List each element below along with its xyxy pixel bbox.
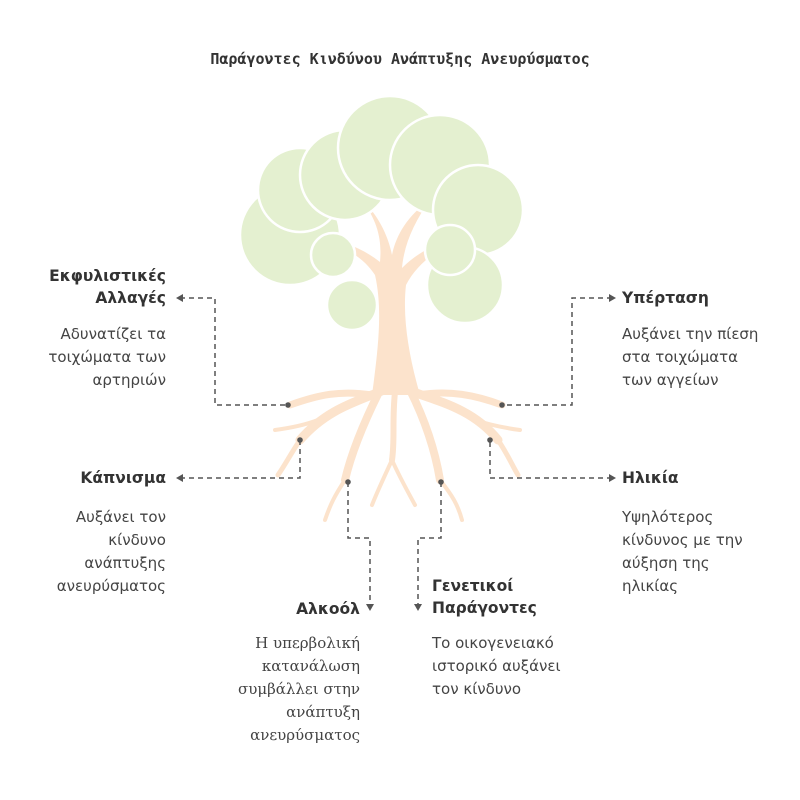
- smoking-desc-line-3: ανάπτυξης: [84, 554, 166, 572]
- connector-lines: [180, 297, 612, 607]
- genetic-heading-line-2: Παράγοντες: [432, 599, 537, 617]
- tree-roots: [273, 380, 522, 522]
- alcohol-desc-line-4: ανάπτυξη: [286, 703, 360, 721]
- genetic-heading: Γενετικοί Παράγοντες: [432, 575, 537, 619]
- genetic-desc-line-2: ιστορικό αυξάνει: [432, 657, 561, 675]
- genetic-heading-line-1: Γενετικοί: [432, 577, 514, 595]
- arrow-heads: [176, 294, 616, 611]
- smoking-desc-line-1: Αυξάνει τον: [75, 508, 166, 526]
- age-heading: Ηλικία: [622, 467, 679, 489]
- alcohol-desc-line-2: κατανάλωση: [261, 657, 360, 675]
- age-desc-line-4: ηλικίας: [622, 577, 679, 595]
- genetic-desc-line-3: τον κίνδυνο: [432, 680, 522, 698]
- alcohol-heading-line-1: Αλκοόλ: [296, 600, 360, 618]
- degenerative-description: Αδυνατίζει τα τοιχώματα των αρτηριών: [48, 323, 166, 392]
- smoking-desc-line-2: κίνδυνο: [108, 531, 166, 549]
- arrow-age: [609, 474, 616, 482]
- degenerative-heading-line-2: Αλλαγές: [95, 289, 166, 307]
- hypertension-heading: Υπέρταση: [622, 287, 709, 309]
- alcohol-heading: Αλκοόλ: [296, 598, 360, 620]
- degenerative-desc-line-1: Αδυνατίζει τα: [60, 325, 166, 343]
- hypertension-heading-line-1: Υπέρταση: [622, 289, 709, 307]
- alcohol-description: Η υπερβολική κατανάλωση συμβάλλει στην α…: [238, 632, 360, 747]
- smoking-desc-line-4: ανευρύσματος: [56, 577, 166, 595]
- tree-canopy: [238, 94, 525, 332]
- age-desc-line-2: κίνδυνος με την: [622, 531, 743, 549]
- arrow-genetic: [414, 604, 422, 611]
- arrow-smoking: [176, 474, 183, 482]
- alcohol-desc-line-3: συμβάλλει στην: [238, 680, 360, 698]
- age-desc-line-1: Υψηλότερος: [622, 508, 714, 526]
- connector-smoking: [180, 440, 301, 479]
- age-desc-line-3: αύξηση της: [622, 554, 710, 572]
- hypertension-desc-line-1: Αυξάνει την πίεση: [622, 325, 759, 343]
- hypertension-desc-line-3: των αγγείων: [622, 371, 719, 389]
- alcohol-desc-line-1: Η υπερβολική: [255, 634, 360, 652]
- connector-degenerative: [180, 297, 288, 406]
- arrow-hypertension: [609, 294, 616, 302]
- arrow-degenerative: [176, 294, 183, 302]
- connector-genetic: [417, 482, 442, 607]
- connector-hypertension: [502, 297, 612, 406]
- age-description: Υψηλότερος κίνδυνος με την αύξηση της ηλ…: [622, 506, 743, 598]
- connector-dots: [285, 402, 505, 485]
- smoking-heading-line-1: Κάπνισμα: [80, 469, 166, 487]
- degenerative-heading-line-1: Εκφυλιστικές: [49, 267, 166, 285]
- degenerative-desc-line-2: τοιχώματα των: [48, 348, 166, 366]
- genetic-description: Το οικογενειακό ιστορικό αυξάνει τον κίν…: [432, 632, 561, 701]
- alcohol-desc-line-5: ανευρύσματος: [250, 726, 360, 744]
- hypertension-description: Αυξάνει την πίεση στα τοιχώματα των αγγε…: [622, 323, 758, 392]
- connector-alcohol: [347, 482, 371, 607]
- genetic-desc-line-1: Το οικογενειακό: [432, 634, 554, 652]
- degenerative-heading: Εκφυλιστικές Αλλαγές: [49, 265, 166, 309]
- diagram-title: Παράγοντες Κινδύνου Ανάπτυξης Ανευρύσματ…: [210, 50, 590, 68]
- arrow-alcohol: [366, 604, 374, 611]
- hypertension-desc-line-2: στα τοιχώματα: [622, 348, 739, 366]
- smoking-description: Αυξάνει τον κίνδυνο ανάπτυξης ανευρύσματ…: [57, 506, 166, 598]
- age-heading-line-1: Ηλικία: [622, 469, 679, 487]
- degenerative-desc-line-3: αρτηριών: [92, 371, 166, 389]
- connector-age: [489, 440, 612, 479]
- smoking-heading: Κάπνισμα: [80, 467, 166, 489]
